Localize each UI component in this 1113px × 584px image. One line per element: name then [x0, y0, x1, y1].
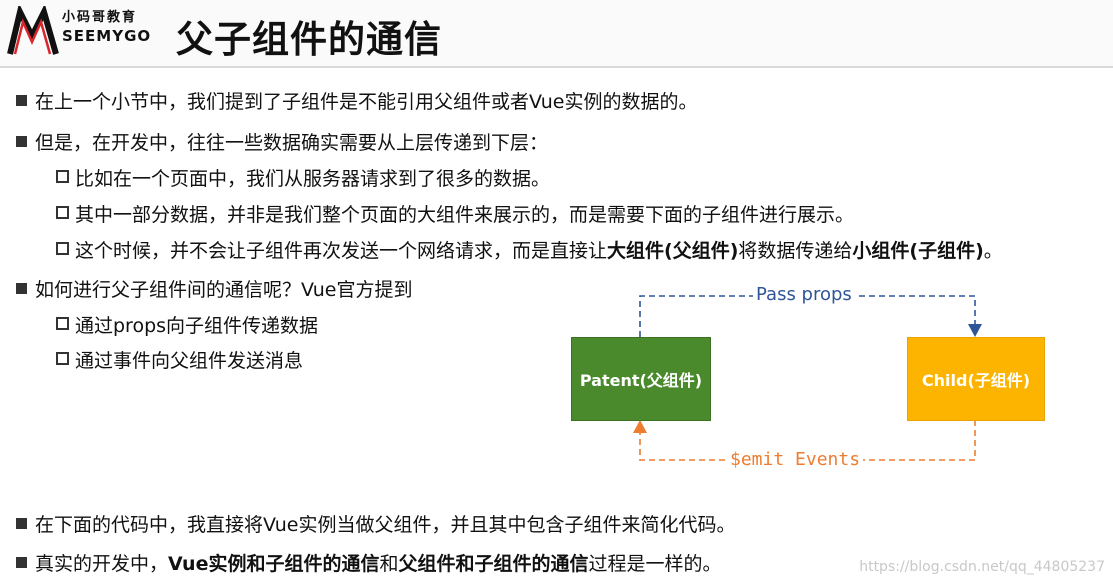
pass-props-arrow: [639, 295, 976, 337]
bullet-item: 在上一个小节中，我们提到了子组件是不能引用父组件或者Vue实例的数据的。: [16, 87, 697, 114]
pass-props-label: Pass props: [753, 284, 855, 305]
sub-bullet-item: 通过props向子组件传递数据: [56, 311, 318, 338]
hollow-square-bullet-icon: [56, 242, 69, 255]
square-bullet-icon: [16, 136, 27, 147]
bold-text: 小组件(子组件): [852, 240, 984, 262]
bold-text: Vue实例和子组件的通信: [168, 553, 380, 575]
bold-text: 父组件和子组件的通信: [398, 553, 589, 575]
watermark: https://blog.csdn.net/qq_44805237: [859, 559, 1105, 575]
sub-bullet-item: 这个时候，并不会让子组件再次发送一个网络请求，而是直接让大组件(父组件)将数据传…: [56, 236, 1003, 263]
hollow-square-bullet-icon: [56, 206, 69, 219]
logo-chinese-text: 小码哥教育: [62, 10, 138, 25]
sub-bullet-item: 比如在一个页面中，我们从服务器请求到了很多的数据。: [56, 164, 550, 191]
bullet-text: 将数据传递给: [738, 240, 853, 262]
bold-text: 大组件(父组件): [607, 240, 739, 262]
bullet-text: 真实的开发中，: [35, 553, 169, 575]
bullet-text: 过程是一样的。: [588, 553, 722, 575]
parent-component-box: Patent(父组件): [571, 337, 711, 421]
bullet-text: 通过事件向父组件发送消息: [75, 350, 304, 372]
bullet-text: 。: [983, 240, 1003, 262]
bullet-text: 和: [379, 553, 399, 575]
hollow-square-bullet-icon: [56, 352, 69, 365]
square-bullet-icon: [16, 95, 27, 106]
page-title: 父子组件的通信: [176, 18, 442, 61]
sub-bullet-item: 通过事件向父组件发送消息: [56, 346, 303, 373]
child-component-box: Child(子组件): [907, 337, 1045, 421]
logo-english-text: SEEMYGO: [62, 27, 152, 45]
seemygo-logo: [7, 6, 59, 55]
bullet-item: 如何进行父子组件间的通信呢？Vue官方提到: [16, 275, 412, 302]
square-bullet-icon: [16, 283, 27, 294]
bullet-text: 如何进行父子组件间的通信呢？Vue官方提到: [35, 279, 413, 301]
bullet-text: 比如在一个页面中，我们从服务器请求到了很多的数据。: [75, 168, 551, 190]
bullet-text: 通过props向子组件传递数据: [75, 315, 319, 337]
square-bullet-icon: [16, 557, 27, 568]
bullet-text: 但是，在开发中，往往一些数据确实需要从上层传递到下层：: [35, 132, 549, 154]
bullet-text: 这个时候，并不会让子组件再次发送一个网络请求，而是直接让: [75, 240, 608, 262]
bullet-item: 真实的开发中，Vue实例和子组件的通信和父组件和子组件的通信过程是一样的。: [16, 549, 722, 576]
bullet-text: 在上一个小节中，我们提到了子组件是不能引用父组件或者Vue实例的数据的。: [35, 91, 698, 113]
pass-props-arrowhead-icon: [968, 324, 982, 337]
bullet-item: 在下面的代码中，我直接将Vue实例当做父组件，并且其中包含子组件来简化代码。: [16, 510, 735, 537]
emit-events-arrow: [639, 420, 976, 461]
sub-bullet-item: 其中一部分数据，并非是我们整个页面的大组件来展示的，而是需要下面的子组件进行展示…: [56, 200, 854, 227]
square-bullet-icon: [16, 518, 27, 529]
bullet-text: 其中一部分数据，并非是我们整个页面的大组件来展示的，而是需要下面的子组件进行展示…: [75, 204, 855, 226]
bullet-text: 在下面的代码中，我直接将Vue实例当做父组件，并且其中包含子组件来简化代码。: [35, 514, 736, 536]
header-divider: [0, 66, 1113, 68]
hollow-square-bullet-icon: [56, 317, 69, 330]
emit-events-label: $emit Events: [727, 449, 864, 470]
slide-header: 小码哥教育 SEEMYGO 父子组件的通信: [0, 0, 1113, 66]
hollow-square-bullet-icon: [56, 170, 69, 183]
emit-events-arrowhead-icon: [633, 420, 647, 433]
bullet-item: 但是，在开发中，往往一些数据确实需要从上层传递到下层：: [16, 128, 548, 155]
